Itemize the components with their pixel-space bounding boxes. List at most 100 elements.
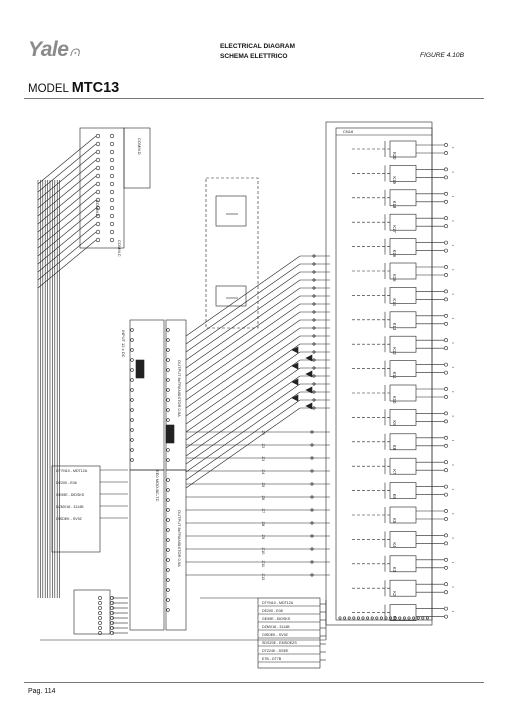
module-pin bbox=[166, 408, 170, 412]
connector-pin bbox=[109, 229, 115, 235]
connector-pin bbox=[95, 197, 101, 203]
signal-wire bbox=[185, 303, 301, 385]
signal-node bbox=[312, 326, 316, 330]
harness-wire bbox=[37, 231, 97, 281]
output-terminal bbox=[444, 216, 448, 221]
module-pin bbox=[166, 508, 170, 512]
signal-node bbox=[312, 382, 316, 386]
module-pin bbox=[130, 398, 134, 402]
bus-node bbox=[310, 534, 314, 538]
left-legend-label: OISDEK - SV9Z bbox=[56, 517, 83, 521]
connector-pin bbox=[95, 205, 101, 211]
terminal-dot: • bbox=[451, 415, 456, 417]
bus-label: Z12 bbox=[261, 574, 266, 582]
terminal-dot: • bbox=[451, 367, 456, 369]
panel-terminal bbox=[356, 616, 360, 620]
output-terminal bbox=[444, 224, 448, 229]
relay-label: K7 bbox=[392, 469, 397, 475]
output-terminal bbox=[444, 468, 448, 473]
module-label: INPUT 12 x DC bbox=[121, 330, 126, 358]
output-terminal bbox=[444, 143, 448, 147]
legend-row-label: DE200 - E08 bbox=[262, 609, 283, 613]
relay-label: K6 bbox=[392, 494, 397, 500]
output-terminal bbox=[444, 151, 448, 155]
output-terminal bbox=[444, 509, 448, 513]
panel-terminal bbox=[370, 616, 374, 620]
left-legend-label: GE59E - DIDSKS bbox=[56, 493, 85, 497]
signal-wire bbox=[185, 375, 301, 457]
terminal-dot: • bbox=[451, 440, 456, 442]
signal-node bbox=[312, 406, 316, 410]
connector-pin bbox=[95, 149, 101, 155]
relay-label: K4 bbox=[392, 542, 397, 548]
output-terminal bbox=[444, 313, 448, 318]
bus-label: Z8 bbox=[261, 522, 266, 527]
module-pin bbox=[166, 478, 170, 482]
panel-terminal bbox=[425, 616, 429, 620]
output-terminal bbox=[444, 411, 448, 416]
terminal-dot: • bbox=[451, 464, 456, 466]
module-pin bbox=[166, 548, 170, 552]
bus-label: Z9 bbox=[261, 535, 266, 540]
signal-node bbox=[312, 278, 316, 282]
module-pin bbox=[166, 428, 170, 432]
output-terminal bbox=[444, 395, 448, 399]
signal-wire bbox=[185, 343, 301, 425]
title-italian: SCHEMA ELETTRICO bbox=[220, 53, 288, 60]
connector-pin bbox=[95, 181, 101, 187]
module-pin bbox=[166, 378, 170, 382]
bottom-terminal bbox=[98, 616, 102, 620]
module-label: OUTPUT 8xTRANSISTOR 0.5A bbox=[177, 510, 182, 567]
signal-wire bbox=[185, 391, 301, 473]
signal-node bbox=[312, 254, 316, 258]
terminal-dot: • bbox=[451, 489, 456, 491]
bus-node bbox=[310, 508, 314, 512]
left-legend-label: DE200 - E08 bbox=[56, 481, 77, 485]
panel-terminal bbox=[343, 616, 347, 620]
panel-terminal bbox=[366, 616, 370, 620]
signal-wire bbox=[185, 271, 301, 353]
bus-label: Z7 bbox=[261, 509, 266, 514]
bus-node bbox=[310, 495, 314, 499]
legend-row-label: GE59E - DIDSKS bbox=[262, 617, 291, 621]
legend-row-label: DTZ24K - DSEE bbox=[262, 649, 289, 653]
signal-wire bbox=[185, 263, 301, 345]
legend-row-label: DZMV18 - 3114B bbox=[262, 625, 290, 629]
output-terminal bbox=[444, 297, 448, 302]
connector-pin bbox=[95, 229, 101, 235]
panel-terminal bbox=[398, 616, 402, 620]
signal-node bbox=[312, 390, 316, 394]
output-terminal bbox=[444, 614, 448, 619]
module-pin bbox=[130, 368, 134, 372]
panel-terminal bbox=[338, 616, 342, 620]
harness-wire bbox=[37, 215, 97, 265]
model-heading: MODEL MTC13 bbox=[28, 80, 119, 96]
output-terminal bbox=[444, 175, 448, 180]
signal-wire bbox=[185, 255, 301, 337]
relay-label: K19 bbox=[392, 176, 397, 184]
bus-node bbox=[310, 443, 314, 447]
relay-label: K11 bbox=[392, 372, 397, 380]
connector-pin bbox=[109, 221, 115, 227]
module-label: OUTPUT 8xTRANSISTOR 0.5A bbox=[177, 360, 182, 417]
terminal-dot: • bbox=[451, 391, 456, 393]
diode-symbol bbox=[305, 354, 313, 362]
panel-terminal bbox=[416, 616, 420, 620]
relay-panel-inner bbox=[335, 127, 433, 621]
module-pin bbox=[130, 418, 134, 422]
status-led bbox=[165, 424, 175, 444]
module-pin bbox=[166, 358, 170, 362]
harness-wire bbox=[37, 191, 97, 241]
signal-wire bbox=[185, 383, 301, 465]
output-terminal bbox=[444, 321, 448, 326]
module-pin bbox=[130, 348, 134, 352]
bus-node bbox=[310, 469, 314, 473]
bus-node bbox=[310, 573, 314, 577]
terminal-tag: CN16 bbox=[343, 129, 354, 134]
signal-node bbox=[312, 286, 316, 290]
header-divider bbox=[24, 98, 484, 99]
bus-node bbox=[310, 430, 314, 434]
signal-node bbox=[312, 374, 316, 378]
relay-label: K8 bbox=[392, 445, 397, 451]
relay-label: K2 bbox=[392, 591, 397, 597]
